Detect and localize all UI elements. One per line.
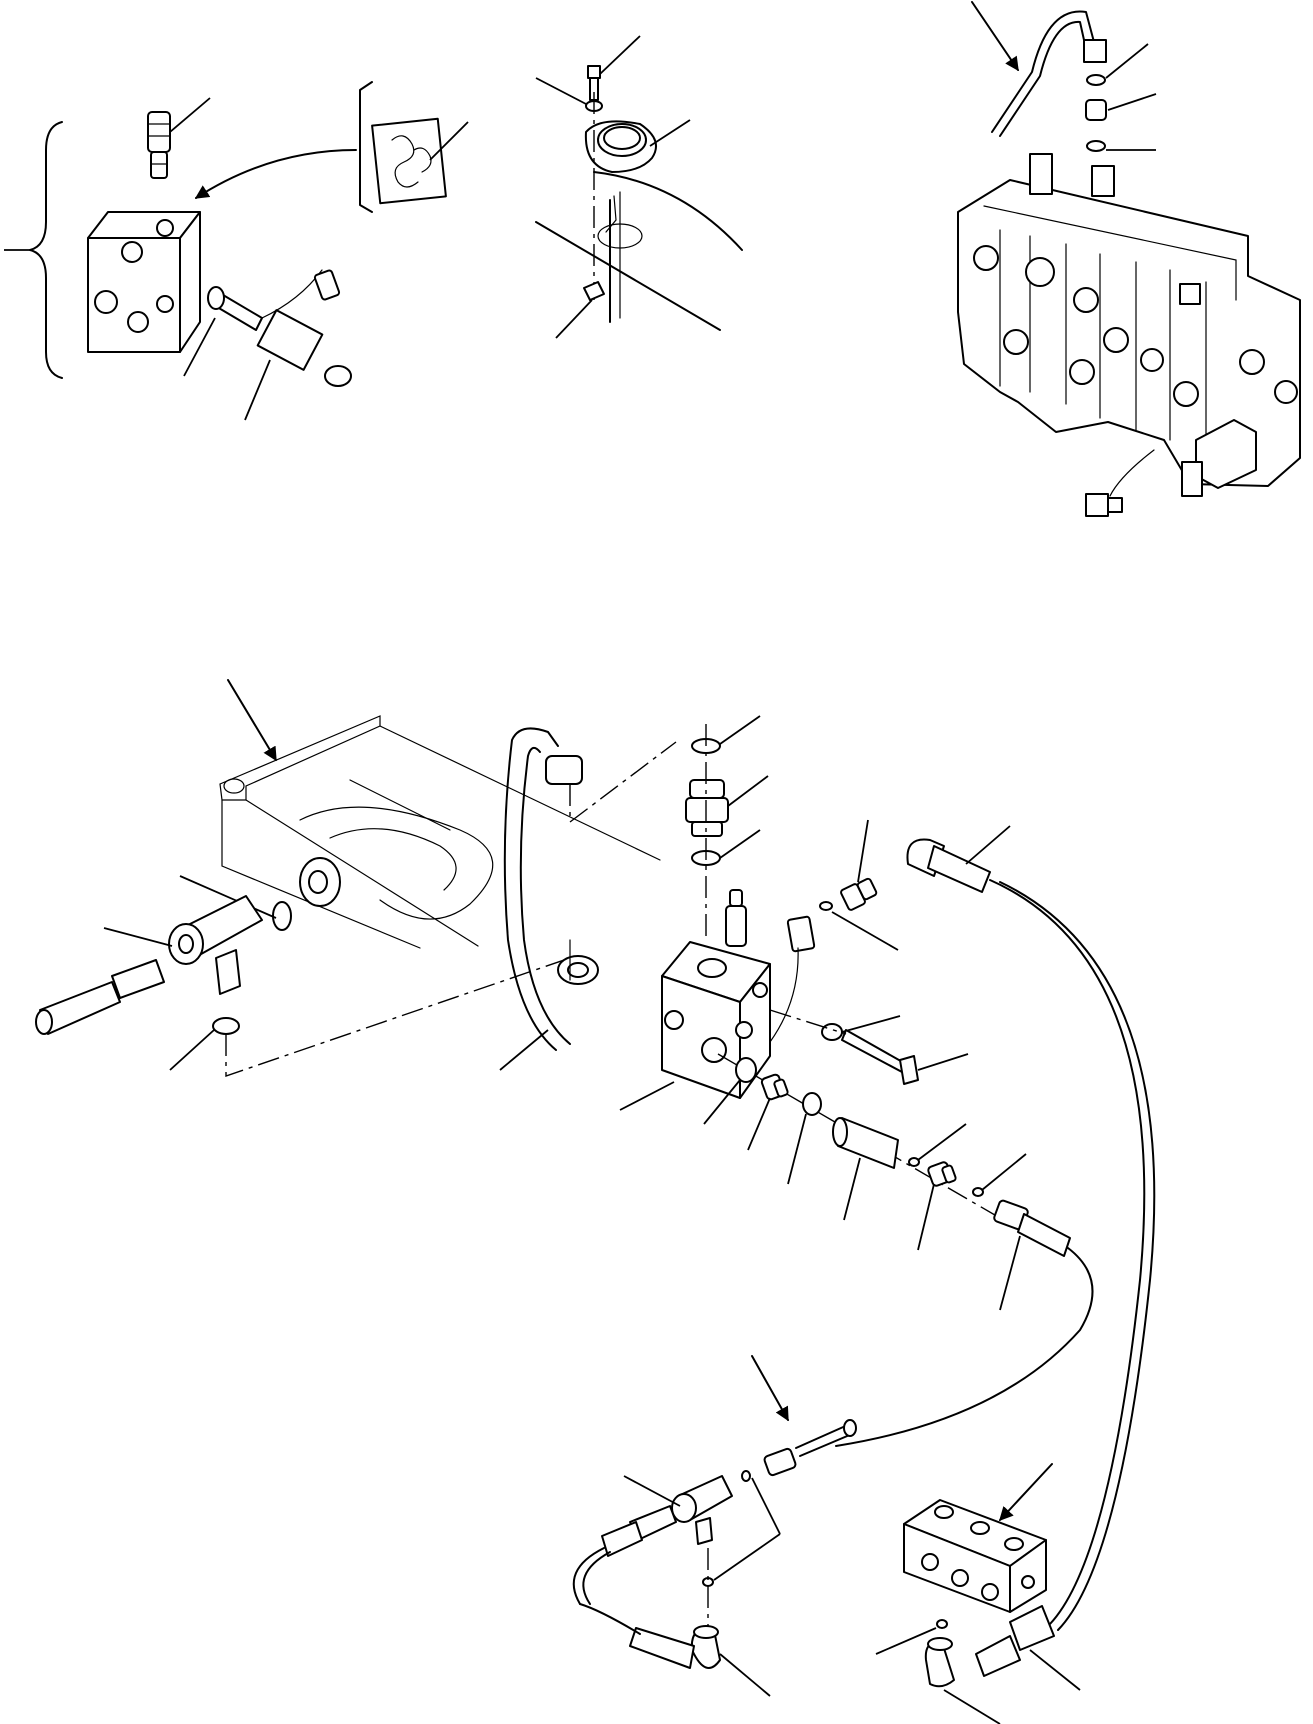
sleeve-b	[832, 1117, 899, 1169]
o-ring-a1	[272, 901, 292, 931]
floor-plate	[535, 221, 721, 331]
port-block-view	[875, 1463, 1081, 1724]
bent-tube	[503, 727, 599, 1051]
tee-fitting-view	[572, 1355, 857, 1697]
pressure-switch	[207, 269, 341, 331]
o-ring-b3	[819, 901, 833, 911]
dash-a	[225, 957, 571, 1077]
plate-leader	[244, 359, 271, 421]
connector-c	[1085, 493, 1109, 517]
hose-fitting-e	[975, 1605, 1055, 1677]
cover-plate	[584, 120, 657, 173]
control-valve-view	[957, 1, 1301, 517]
pilot-tube	[991, 10, 1095, 133]
tee-d	[671, 1475, 733, 1545]
long-bolt-b	[841, 1029, 919, 1085]
hydraulic-piping-view	[35, 679, 1156, 1631]
elbow-d	[629, 1625, 721, 1669]
o-ring-a2	[212, 1017, 240, 1035]
washer-b	[821, 1023, 843, 1041]
adapter-c	[1085, 99, 1107, 121]
washer-b2	[735, 1057, 757, 1083]
o-ring-d1	[741, 1470, 751, 1482]
hose-end-d	[601, 1505, 677, 1557]
pipe-d	[795, 1423, 851, 1449]
pipe-nut-d	[763, 1447, 797, 1477]
inset-bracket	[359, 81, 373, 213]
hose-end-a	[35, 959, 165, 1035]
apply-arrow	[194, 149, 357, 199]
view-arrow-d	[751, 1355, 789, 1422]
package-leader	[429, 121, 469, 161]
tee-fitting-a	[168, 895, 263, 995]
sensor-wire	[1109, 449, 1155, 497]
nut	[324, 365, 352, 387]
o-ring-b5	[972, 1187, 984, 1197]
tube-nut	[1083, 39, 1107, 63]
floor-cover-view	[535, 35, 743, 339]
valve-block-b	[661, 941, 771, 1099]
o-ring-e1	[936, 1619, 948, 1629]
port-block	[903, 1499, 1047, 1613]
frame-outline	[219, 715, 661, 949]
valve-block-assembly-view	[4, 81, 469, 421]
return-hose	[835, 1247, 1094, 1447]
adapter-b2	[760, 1073, 789, 1101]
view-arrow-a	[227, 679, 277, 762]
connector-b	[769, 915, 816, 1043]
switch-leader	[183, 317, 216, 377]
view-arrow-e	[999, 1463, 1053, 1522]
o-ring-b4	[908, 1157, 920, 1167]
lock-nut	[583, 281, 605, 301]
cartridge-leader	[169, 97, 211, 133]
boss-fitting	[299, 857, 341, 907]
view-arrow-c	[971, 1, 1019, 72]
washer-b3	[802, 1092, 822, 1116]
assembly-brace	[29, 121, 63, 379]
valve-block	[87, 211, 201, 353]
union-b	[840, 877, 878, 911]
check-valve-b	[725, 889, 747, 947]
elbow-b	[906, 838, 991, 893]
elbow-e	[924, 1637, 955, 1688]
o-ring-c2	[1086, 140, 1106, 152]
long-hose	[989, 879, 1146, 1625]
control-valve-stack	[957, 153, 1301, 497]
union-b2	[927, 1161, 957, 1187]
mounting-plate	[256, 309, 324, 371]
hose-fitting-b	[993, 1199, 1071, 1257]
cartridge-valve	[147, 111, 171, 179]
adapter-b	[685, 779, 729, 837]
o-ring-c1	[1086, 74, 1106, 86]
sealant-package	[371, 117, 447, 205]
